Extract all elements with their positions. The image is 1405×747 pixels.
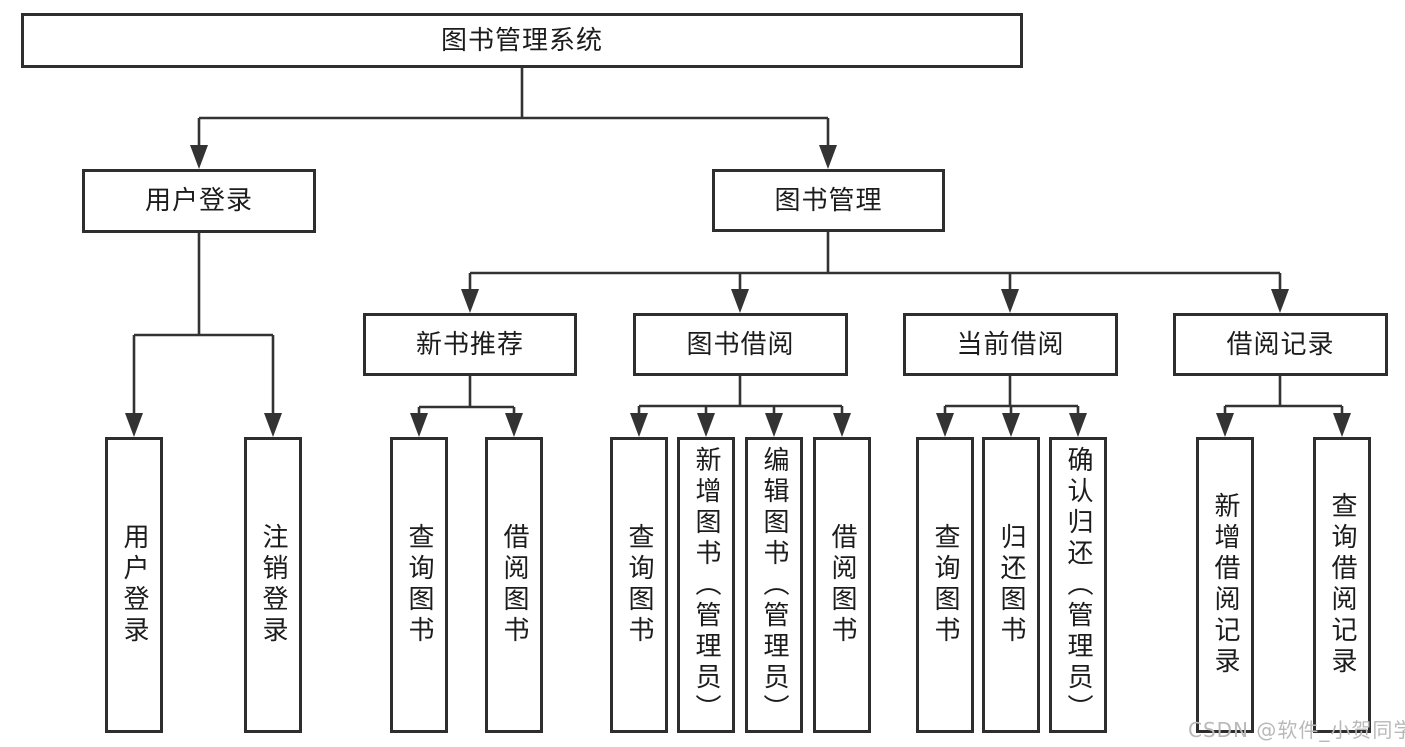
leaf-borrow-books-recommend: 借阅图书 [485,437,543,733]
leaf-borrow-books: 借阅图书 [813,437,871,733]
leaf-confirm-return-admin: 确认归还（管理员） [1049,437,1107,733]
leaf-logout: 注销登录 [244,437,302,733]
leaf-user-login-label: 用户登录 [119,523,149,647]
leaf-user-login: 用户登录 [105,437,163,733]
leaf-query-books-current: 查询图书 [916,437,974,733]
leaf-add-books-admin-label: 新增图书（管理员） [691,445,721,725]
node-new-book-recommend-label: 新书推荐 [415,329,524,360]
leaf-query-books-borrow-label: 查询图书 [624,523,654,647]
leaf-return-books-label: 归还图书 [996,523,1026,647]
leaf-add-books-admin: 新增图书（管理员） [677,437,735,733]
leaf-query-books-borrow: 查询图书 [610,437,668,733]
node-book-management: 图书管理 [712,169,945,232]
leaf-query-books-recommend-label: 查询图书 [404,523,434,647]
node-book-management-label: 图书管理 [774,185,883,216]
node-user-login-label: 用户登录 [144,186,253,216]
node-root-label: 图书管理系统 [440,25,603,56]
leaf-return-books: 归还图书 [982,437,1040,733]
node-current-borrowing: 当前借阅 [903,313,1118,376]
leaf-confirm-return-admin-label: 确认归还（管理员） [1063,445,1093,725]
leaf-edit-books-admin: 编辑图书（管理员） [745,437,803,733]
node-book-borrowing-label: 图书借阅 [686,329,795,360]
csdn-watermark: CSDN @软件_小贺同学 [1188,718,1405,742]
leaf-add-borrow-record-label: 新增借阅记录 [1210,492,1240,678]
node-new-book-recommend: 新书推荐 [363,313,577,376]
leaf-query-borrow-record-label: 查询借阅记录 [1327,492,1357,678]
leaf-borrow-books-label: 借阅图书 [827,523,857,647]
node-current-borrowing-label: 当前借阅 [956,329,1065,360]
leaf-query-books-recommend: 查询图书 [390,437,448,733]
arrowhead-icons [125,145,1351,437]
node-borrowing-records: 借阅记录 [1173,313,1388,376]
node-user-login: 用户登录 [82,169,316,233]
leaf-logout-label: 注销登录 [258,523,288,647]
leaf-query-books-current-label: 查询图书 [930,523,960,647]
node-book-borrowing: 图书借阅 [633,313,848,376]
leaf-edit-books-admin-label: 编辑图书（管理员） [759,445,789,725]
node-root-system: 图书管理系统 [21,13,1023,68]
leaf-query-borrow-record: 查询借阅记录 [1313,437,1371,733]
node-borrowing-records-label: 借阅记录 [1226,329,1335,360]
leaf-add-borrow-record: 新增借阅记录 [1196,437,1254,733]
leaf-borrow-books-recommend-label: 借阅图书 [499,523,529,647]
